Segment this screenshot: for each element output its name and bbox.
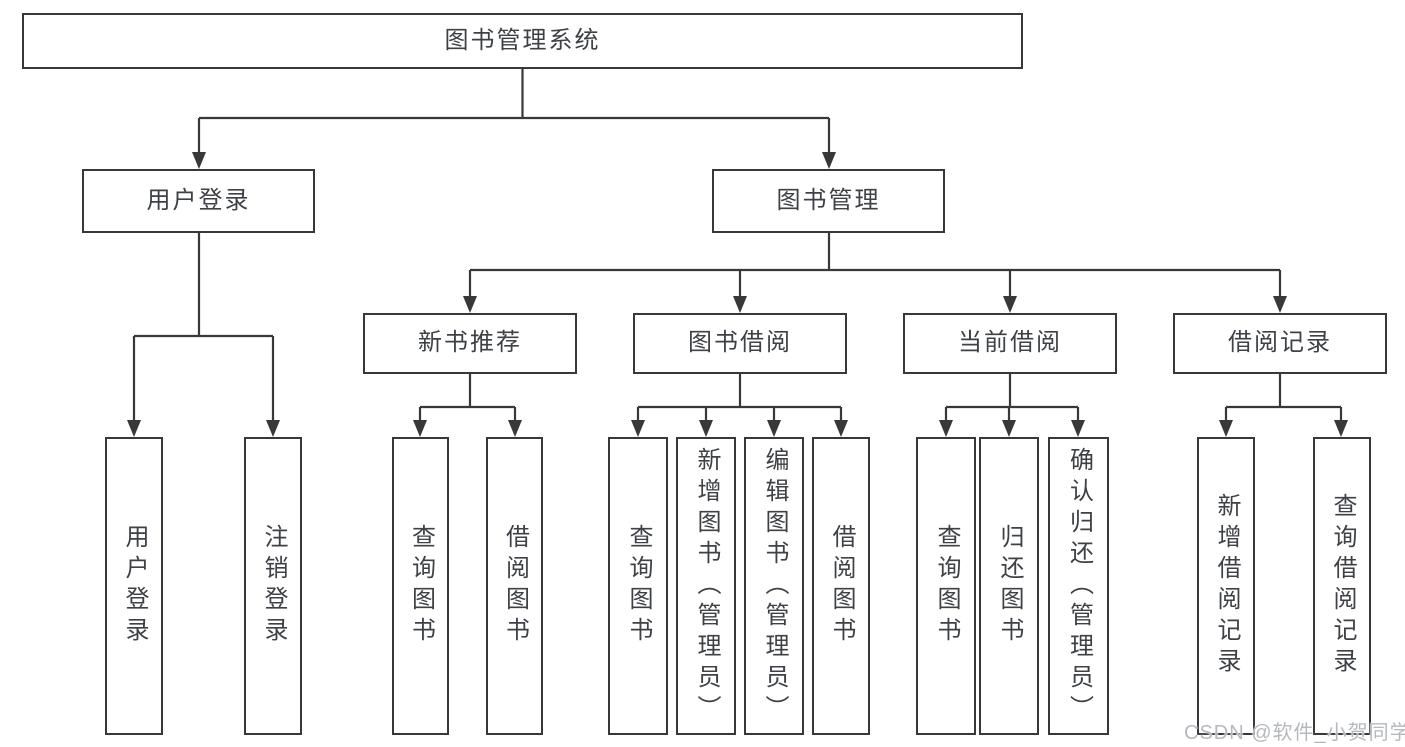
node-current-borrowing: 当前借阅	[903, 313, 1117, 374]
node-borrowing-records: 借阅记录	[1173, 313, 1387, 374]
leaf-borrow-books-recommendation: 借阅图书	[486, 437, 543, 735]
node-label: 新书推荐	[418, 329, 522, 357]
node-label: 借阅记录	[1228, 329, 1332, 357]
leaf-edit-book-admin: 编辑图书（管理员）	[744, 437, 804, 735]
node-label: 查询图书	[933, 524, 960, 648]
leaf-query-books-recommendation: 查询图书	[392, 437, 449, 735]
node-new-book-recommendation: 新书推荐	[363, 313, 577, 374]
leaf-query-books-borrowing: 查询图书	[608, 437, 668, 735]
node-label: 借阅图书	[501, 524, 529, 648]
node-book-borrowing: 图书借阅	[633, 313, 847, 374]
node-label: 确认归还（管理员）	[1065, 446, 1093, 726]
node-library-management-system: 图书管理系统	[22, 13, 1023, 69]
node-label: 查询借阅记录	[1329, 493, 1356, 679]
leaf-confirm-return-admin: 确认归还（管理员）	[1048, 437, 1109, 735]
node-label: 图书管理	[776, 186, 881, 214]
node-label: 查询图书	[625, 524, 652, 648]
node-label: 用户登录	[121, 524, 148, 648]
leaf-logout: 注销登录	[244, 437, 302, 735]
node-label: 新增借阅记录	[1213, 493, 1240, 679]
node-label: 新增图书（管理员）	[693, 446, 720, 726]
leaf-return-books: 归还图书	[979, 437, 1039, 735]
connector-edges	[132, 67, 1343, 422]
leaf-query-books-current: 查询图书	[916, 437, 976, 735]
node-label: 图书借阅	[688, 329, 792, 357]
node-label: 用户登录	[146, 186, 251, 214]
leaf-add-book-admin: 新增图书（管理员）	[676, 437, 736, 735]
leaf-query-borrow-record: 查询借阅记录	[1313, 437, 1371, 735]
node-label: 注销登录	[260, 524, 287, 648]
node-label: 编辑图书（管理员）	[761, 446, 788, 726]
node-label: 借阅图书	[828, 524, 855, 648]
node-label: 当前借阅	[958, 329, 1062, 357]
csdn-watermark: CSDN @软件_小贺同学	[1184, 722, 1405, 744]
node-label: 图书管理系统	[444, 26, 601, 54]
node-label: 归还图书	[996, 524, 1023, 648]
node-label: 查询图书	[407, 524, 435, 648]
node-user-login: 用户登录	[82, 169, 315, 233]
arrowhead-icons	[127, 152, 1348, 437]
node-book-management: 图书管理	[712, 169, 945, 233]
leaf-add-borrow-record: 新增借阅记录	[1197, 437, 1255, 735]
leaf-borrow-books-borrowing: 借阅图书	[812, 437, 870, 735]
leaf-user-login: 用户登录	[105, 437, 163, 735]
